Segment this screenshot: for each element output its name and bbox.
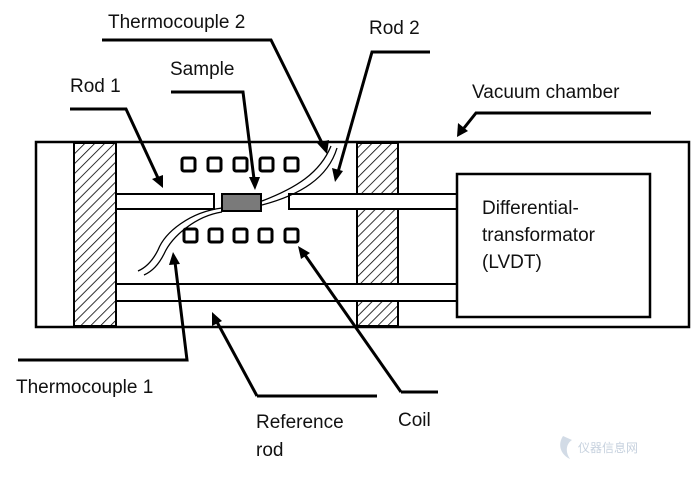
coil-winding [283,227,300,244]
arrowhead [169,252,180,265]
label-vacuum-chamber: Vacuum chamber [472,82,620,103]
coil-winding [232,227,249,244]
label-reference-rod-line2: rod [256,440,283,461]
rod-2 [288,193,458,210]
coil-winding [207,227,224,244]
coil-winding [180,156,197,173]
sample [221,193,262,212]
arrowhead [332,168,343,182]
label-reference-rod-line1: Reference [256,412,344,433]
coil-top-row [180,156,300,173]
arrowhead [212,312,222,326]
watermark-text: 仪器信息网 [578,440,638,455]
coil-leader [303,254,403,393]
watermark-icon [560,436,572,459]
label-rod-1: Rod 1 [70,76,121,97]
thermocouple-1-wire [137,207,223,272]
coil-winding [182,227,199,244]
coil-winding [283,156,300,173]
thermocouple-1-leader [18,261,189,362]
label-lvdt-line1: Differential- [482,198,579,219]
label-lvdt-line2: transformator [482,225,596,246]
left-hatched-wall [73,142,117,327]
thermocouple-2-wire [261,145,332,202]
arrowhead [317,140,329,154]
reference-rod [115,283,458,302]
coil-winding [258,156,275,173]
label-thermocouple-2: Thermocouple 2 [108,12,245,33]
label-thermocouple-1: Thermocouple 1 [16,377,153,398]
thermocouple-2-leader [102,38,325,146]
arrowhead [249,177,260,190]
rod-1 [115,193,215,210]
thermocouple-1-wire [143,211,223,276]
arrowhead [457,123,468,137]
rod-2-leader [336,50,430,173]
lvdt-box [455,172,652,319]
rod-1-leader [70,107,160,179]
thermocouple-2-wire [261,147,338,206]
watermark-logo: 仪器信息网 [560,436,638,459]
vacuum-chamber-leader [462,111,651,129]
coil-winding [206,156,223,173]
coil-bottom-row [182,227,300,244]
label-rod-2: Rod 2 [369,18,420,39]
coil-winding [232,156,249,173]
label-sample: Sample [170,59,234,80]
arrowhead [152,175,163,188]
label-coil: Coil [398,410,431,431]
reference-rod-leader [215,321,259,397]
coil-winding [257,227,274,244]
sample-leader [171,90,256,180]
arrowhead [298,246,310,259]
label-lvdt-line3: (LVDT) [482,252,542,273]
